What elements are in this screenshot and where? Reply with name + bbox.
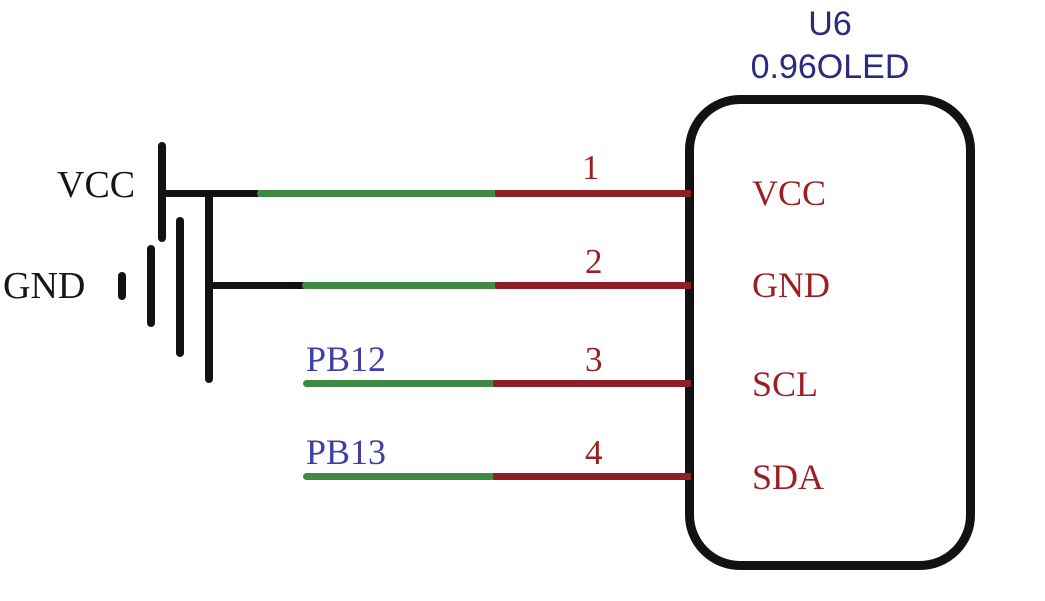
pin-name-sda: SDA: [752, 457, 825, 497]
wire-pin1-red-segment: [495, 190, 691, 197]
pin-name-gnd: GND: [752, 265, 830, 305]
vcc-terminal-bar-icon: [158, 142, 166, 242]
oled-component-body: [685, 95, 975, 570]
wire-pin2-black-segment: [206, 282, 306, 289]
wire-pin4-green-segment: [303, 473, 495, 480]
pin-number-3: 3: [585, 340, 603, 379]
pin-name-scl: SCL: [752, 364, 819, 404]
wire-pin3-green-segment: [303, 380, 495, 387]
component-part-name: 0.96OLED: [750, 48, 910, 86]
wire-pin2-red-segment: [495, 282, 691, 289]
gnd-symbol-bar-medium-icon: [176, 217, 184, 357]
wire-pin2-green-segment: [302, 282, 497, 289]
net-label-gnd: GND: [3, 265, 86, 307]
gnd-symbol-bar-long-icon: [205, 192, 213, 383]
pin-number-4: 4: [585, 433, 603, 472]
wire-pin4-red-segment: [493, 473, 691, 480]
wire-pin3-red-segment: [493, 380, 691, 387]
net-label-pb12: PB12: [306, 339, 387, 379]
gnd-symbol-bar-short-icon: [147, 245, 155, 327]
net-label-vcc: VCC: [57, 164, 136, 206]
pin-number-1: 1: [582, 148, 600, 187]
pin-number-2: 2: [585, 242, 603, 281]
component-refdes: U6: [808, 5, 852, 43]
net-label-pb13: PB13: [306, 432, 387, 472]
wire-pin1-green-segment: [257, 190, 497, 197]
gnd-symbol-bar-tick-icon: [118, 272, 126, 300]
pin-name-vcc: VCC: [752, 173, 827, 213]
